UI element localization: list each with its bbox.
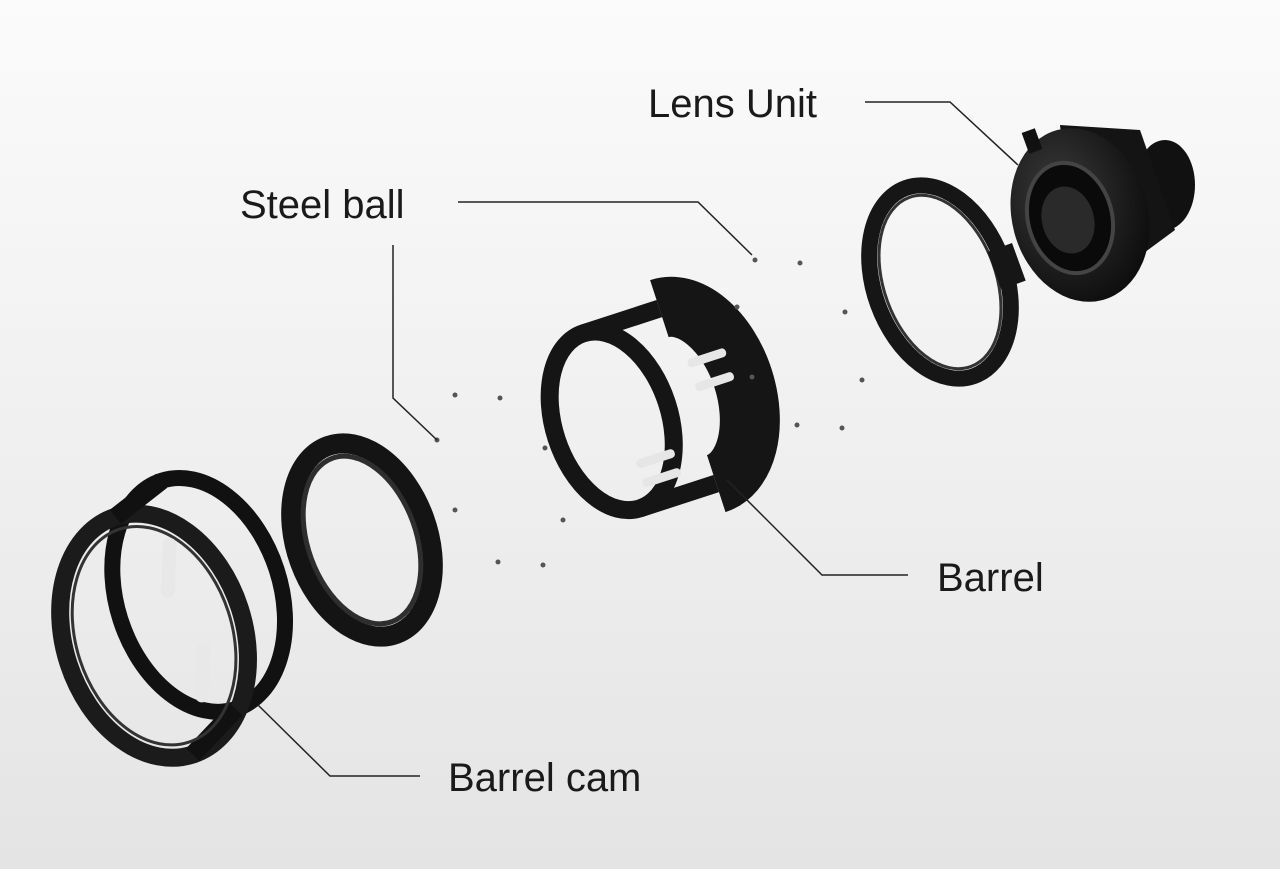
leader-steel-ball-1 (458, 201, 753, 256)
label-barrel-cam: Barrel cam (448, 756, 642, 800)
barrel-part (540, 276, 780, 520)
steel-ball (542, 445, 548, 451)
label-lens-unit: Lens Unit (648, 82, 817, 126)
steel-balls (434, 257, 865, 568)
steel-ball (452, 392, 458, 398)
leader-steel-ball-2 (392, 245, 438, 441)
steel-ball (842, 309, 848, 315)
barrel-ring-part (281, 433, 443, 647)
steel-ball (859, 377, 865, 383)
leader-barrel (726, 479, 908, 576)
steel-ball (560, 517, 566, 523)
steel-ball (797, 260, 803, 266)
barrel-cam-part (51, 470, 294, 767)
lens-unit-part (1010, 125, 1195, 302)
lens-ring-part (861, 177, 1026, 387)
leader-barrel-cam (257, 704, 420, 777)
label-steel-ball: Steel ball (240, 183, 405, 227)
leader-lens-unit (865, 101, 1019, 166)
steel-ball (452, 507, 458, 513)
steel-ball (495, 559, 501, 565)
steel-ball (794, 422, 800, 428)
steel-ball (752, 257, 758, 263)
steel-ball (734, 304, 740, 310)
steel-ball (839, 425, 845, 431)
steel-ball (497, 395, 503, 401)
steel-ball (540, 562, 546, 568)
label-barrel: Barrel (937, 556, 1044, 600)
steel-ball (749, 374, 755, 380)
